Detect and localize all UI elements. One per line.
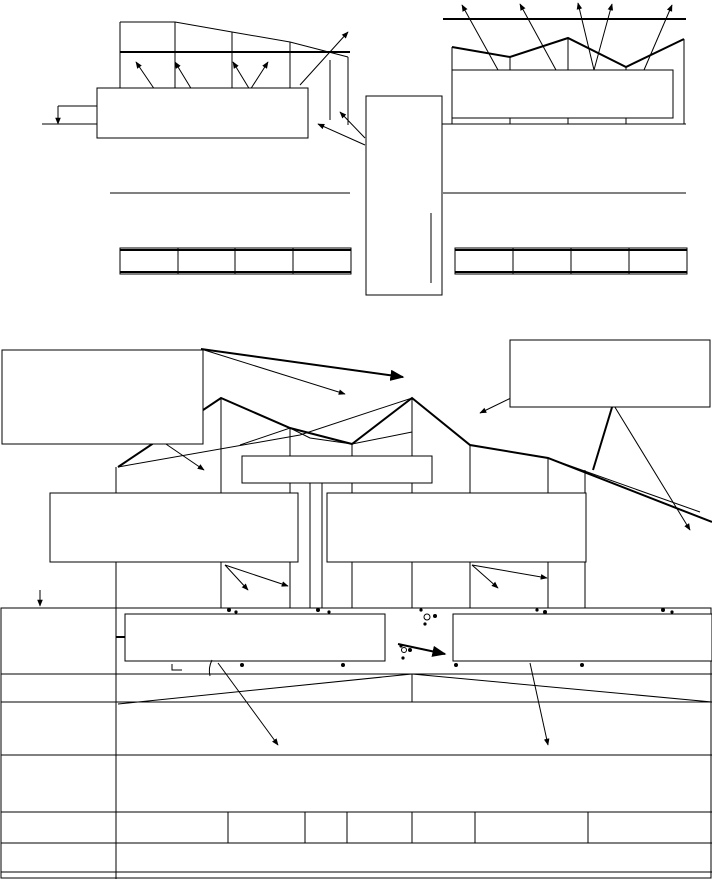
mid-right-note [509, 339, 711, 408]
left-down-arrow [42, 105, 97, 125]
top-left-ledge [96, 87, 309, 139]
lower-arrow-4 [471, 564, 548, 580]
lower-left-block [49, 492, 299, 563]
lower-arrow-2 [224, 564, 289, 587]
top-left-frame [119, 21, 350, 125]
top-left-scale [119, 247, 352, 275]
top-right-frame [442, 2, 686, 125]
lower-right-block [326, 492, 587, 563]
top-right-scale [454, 247, 688, 275]
bottom-right-slot [452, 613, 712, 662]
center-arrow-2 [339, 111, 366, 139]
mid-left-note [1, 349, 204, 445]
top-right-band [451, 69, 674, 119]
lower-arrow-3 [471, 564, 499, 589]
lower-arrow-1 [224, 564, 249, 591]
lower-roof [115, 348, 712, 608]
bottom-marks [171, 608, 674, 746]
center-arrow-1 [317, 123, 366, 146]
bottom-table [0, 607, 712, 879]
bottom-left-slot [124, 613, 386, 662]
mid-center-strip [241, 455, 433, 484]
top-center-column [365, 95, 443, 296]
